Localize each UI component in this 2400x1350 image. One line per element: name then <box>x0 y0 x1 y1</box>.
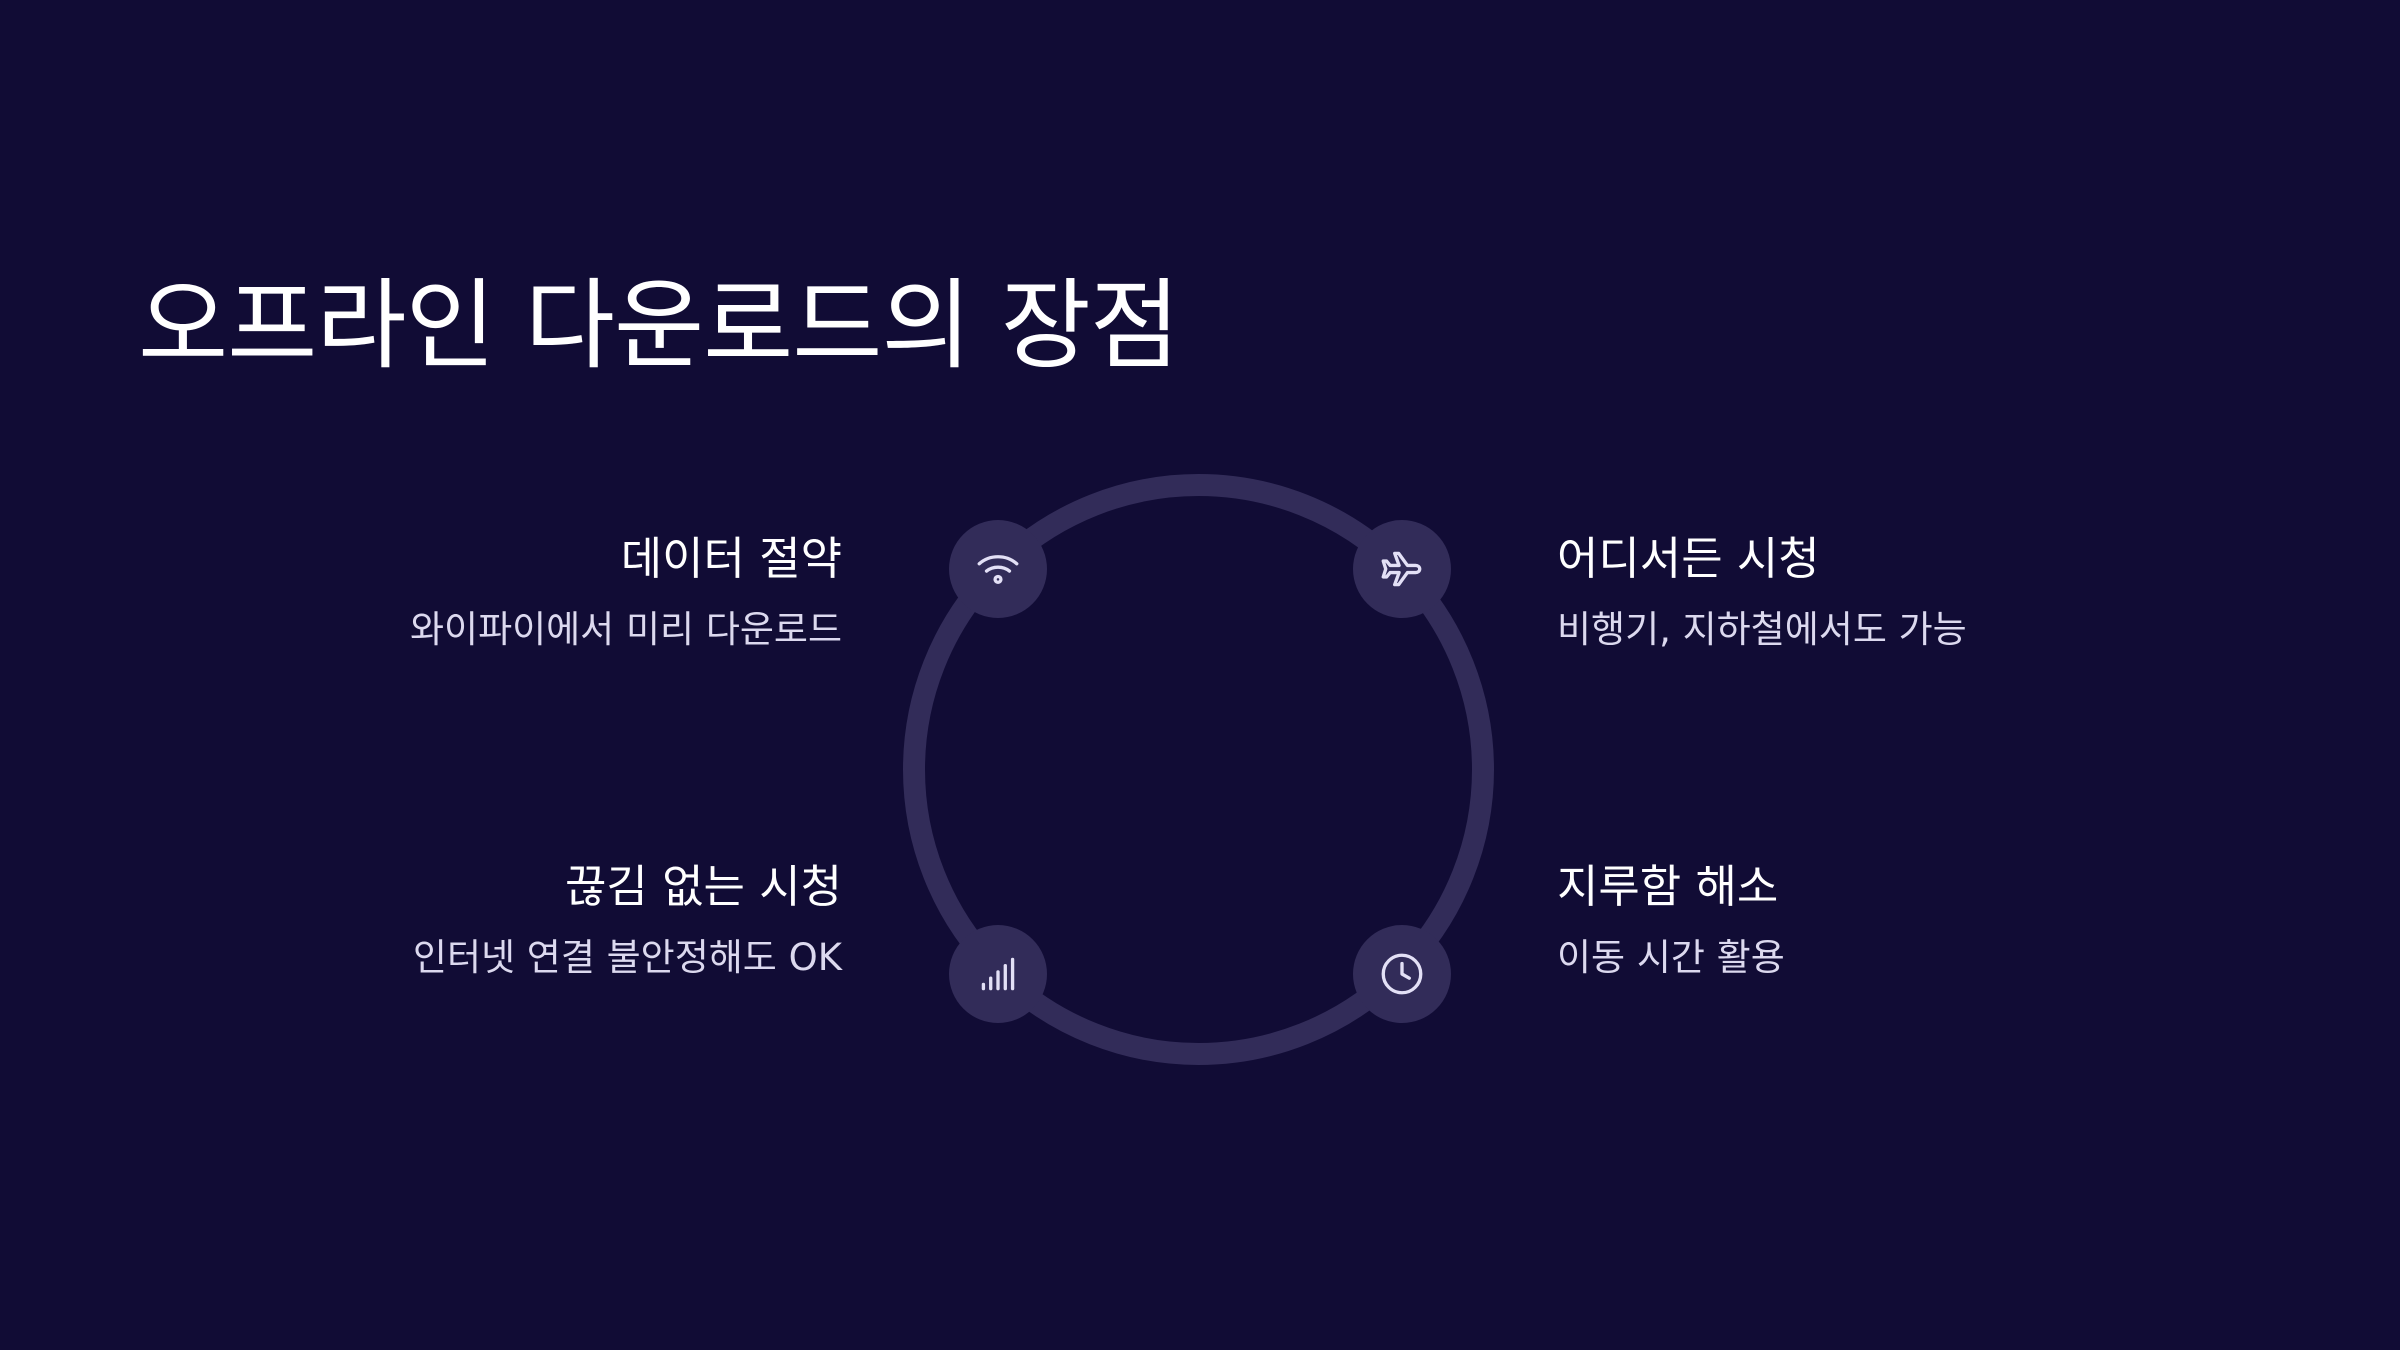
benefit-description: 인터넷 연결 불안정해도 OK <box>412 936 842 979</box>
node-watch-anywhere <box>1353 520 1451 618</box>
airplane-icon <box>1381 551 1422 587</box>
benefit-item: 데이터 절약 와이파이에서 미리 다운로드 <box>282 532 842 652</box>
benefit-item: 끊김 없는 시청 인터넷 연결 불안정해도 OK <box>282 860 842 980</box>
node-data-saving <box>949 520 1047 618</box>
benefit-title: 어디서든 시청 <box>1557 532 1820 585</box>
node-boredom-relief <box>1353 925 1451 1023</box>
benefit-title: 데이터 절약 <box>620 532 842 585</box>
wifi-icon <box>977 555 1019 585</box>
benefit-item: 지루함 해소 이동 시간 활용 <box>1557 860 2117 980</box>
benefit-title: 지루함 해소 <box>1557 860 1779 913</box>
signal-bars-icon <box>981 957 1015 991</box>
benefit-description: 비행기, 지하철에서도 가능 <box>1557 608 1967 651</box>
benefit-item: 어디서든 시청 비행기, 지하철에서도 가능 <box>1557 532 2117 652</box>
page-title: 오프라인 다운로드의 장점 <box>138 269 1180 383</box>
benefit-title: 끊김 없는 시청 <box>564 860 842 913</box>
benefit-description: 와이파이에서 미리 다운로드 <box>409 608 842 651</box>
benefit-description: 이동 시간 활용 <box>1557 936 1785 979</box>
clock-icon <box>1381 953 1423 995</box>
node-seamless-viewing <box>949 925 1047 1023</box>
